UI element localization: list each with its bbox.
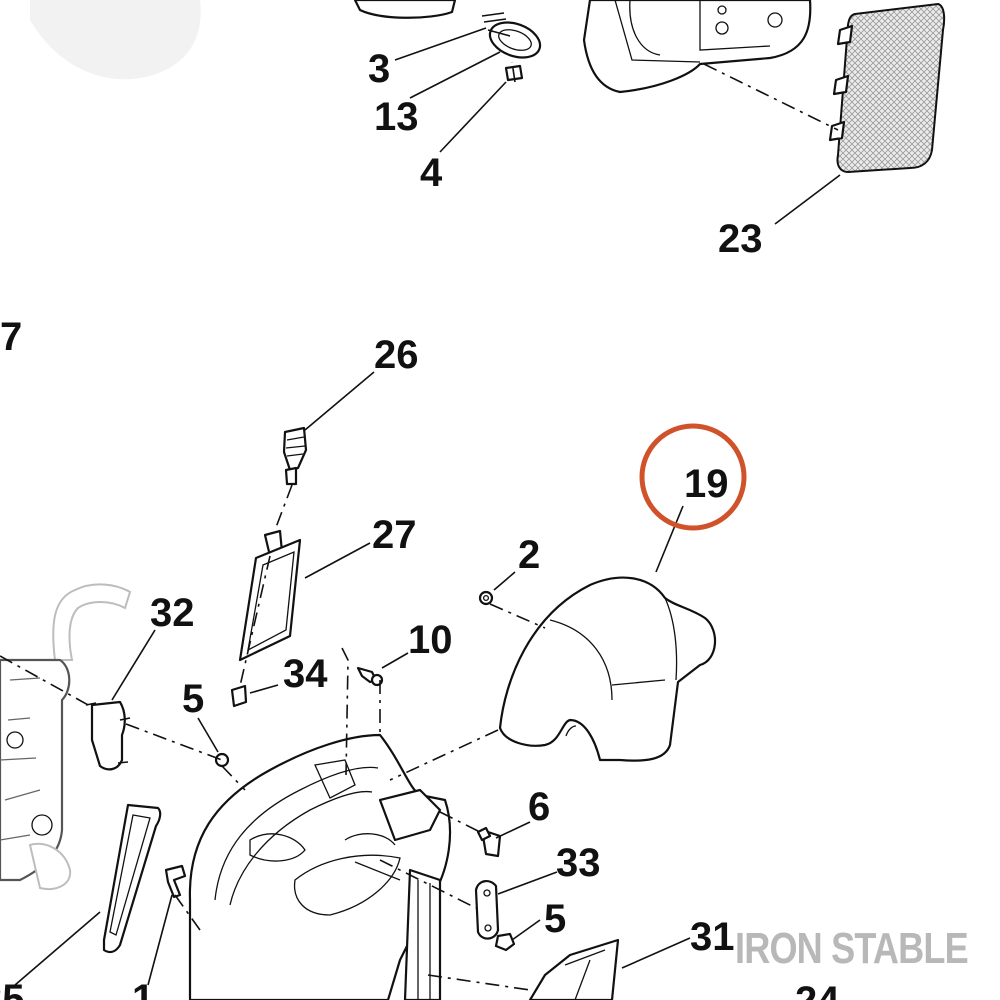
highlight-circle <box>639 423 747 531</box>
callout-10: 10 <box>408 618 453 662</box>
nut-part-5-lower <box>494 932 516 952</box>
callout-5-upper: 5 <box>182 677 204 721</box>
bracket-part-31 <box>528 938 620 1000</box>
callout-23: 23 <box>718 217 763 261</box>
callout-6: 6 <box>528 785 550 829</box>
callout-32: 32 <box>150 591 195 635</box>
callout-34: 34 <box>283 652 328 696</box>
top-box-part <box>353 0 457 19</box>
air-cleaner-cover-part-19 <box>498 576 717 762</box>
airbox-housing-upper <box>582 0 812 94</box>
watermark-logo-graphic <box>30 0 201 80</box>
callout-27: 27 <box>372 513 417 557</box>
fastener-part-26 <box>282 426 308 486</box>
strap-part-33 <box>474 880 500 940</box>
callout-24: 24 <box>795 979 840 1000</box>
callout-19: 19 <box>684 462 729 506</box>
intake-hose-part <box>52 583 132 661</box>
bracket-part-32 <box>85 700 131 771</box>
callout-4: 4 <box>420 151 443 195</box>
leader-lines <box>14 27 841 986</box>
engine-section-part <box>0 658 72 890</box>
callout-25: 25 <box>0 977 25 1000</box>
callout-13: 13 <box>374 95 419 139</box>
callout-2: 2 <box>518 533 540 577</box>
callout-33: 33 <box>556 841 601 885</box>
screw-part-10 <box>356 666 384 687</box>
bolt-part-1 <box>164 864 187 899</box>
nut-part-5-upper <box>214 752 230 768</box>
air-box-base-part <box>188 733 452 1000</box>
grommet-part-34 <box>230 684 248 708</box>
callout-26: 26 <box>374 333 419 377</box>
hose-clamp-part-3 <box>481 12 542 59</box>
watermark-text: IRON STABLE <box>735 924 969 973</box>
bracket-part-6 <box>476 826 502 858</box>
air-filter-element-part-23 <box>828 2 946 174</box>
callout-31: 31 <box>690 915 735 959</box>
alignment-lines <box>0 61 839 991</box>
callout-labels: 3 13 4 23 7 26 27 19 2 32 10 5 34 6 33 5… <box>0 47 840 1000</box>
callout-5-lower: 5 <box>544 897 566 941</box>
callout-7: 7 <box>0 315 22 359</box>
gasket-frame-part-25 <box>102 803 162 954</box>
callout-3: 3 <box>368 47 390 91</box>
washer-part-2 <box>478 590 494 606</box>
callout-1: 1 <box>132 977 154 1000</box>
cover-plate-part-27 <box>238 529 302 662</box>
